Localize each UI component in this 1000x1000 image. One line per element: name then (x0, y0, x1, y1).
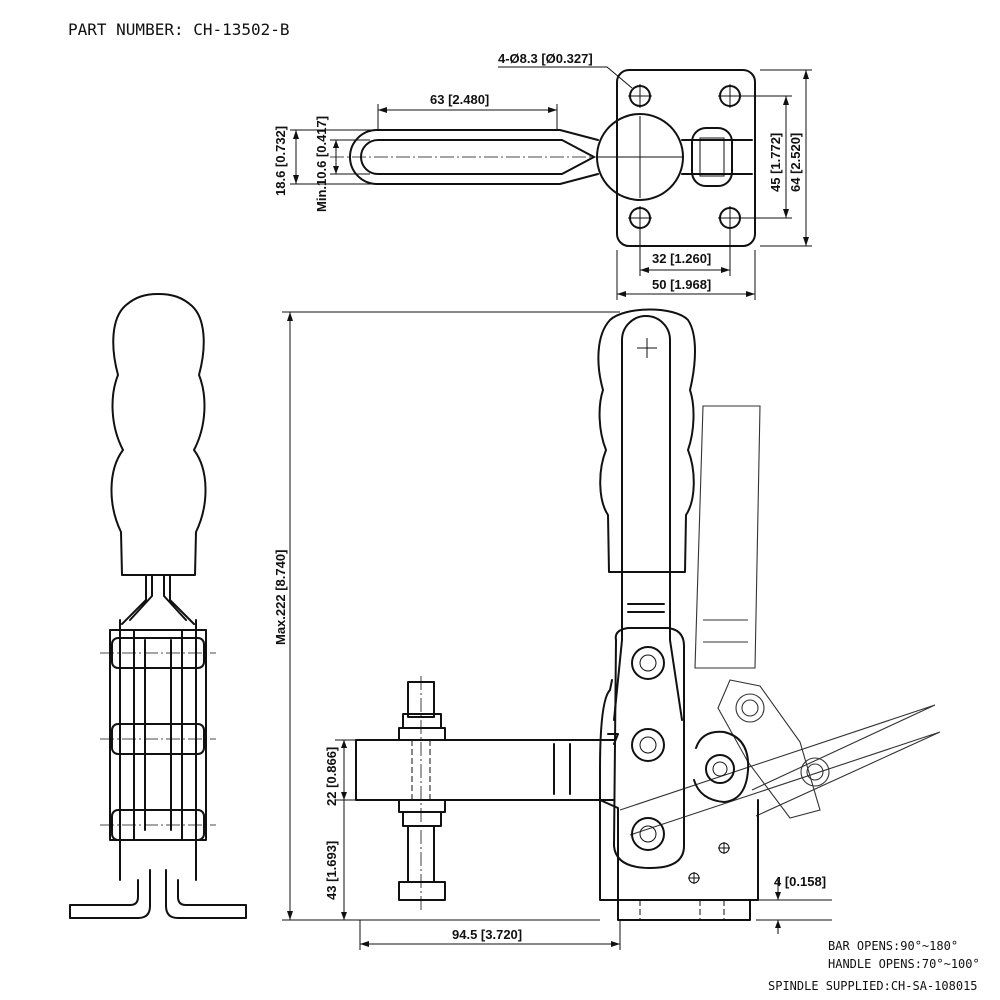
front-base-body (599, 679, 759, 921)
front-spindle (398, 676, 446, 910)
dim-hole-spacing-vertical: 45 [1.772] (768, 133, 783, 192)
dim-handle-width: 18.6 [0.732] (273, 126, 288, 196)
ghost-open-position (619, 405, 941, 836)
dim-hole-pattern: 4-Ø8.3 [Ø0.327] (498, 51, 593, 66)
mounting-holes (628, 84, 742, 230)
top-view (330, 69, 756, 247)
side-view (69, 293, 247, 919)
spec-notes: BAR OPENS:90°~180° HANDLE OPENS:70°~100°… (768, 939, 980, 993)
dim-handle-length: 63 [2.480] (430, 92, 489, 107)
top-view-dimensions: 4-Ø8.3 [Ø0.327] 63 [2.480] 18.6 [0.732] … (273, 51, 812, 300)
dim-reach: 94.5 [3.720] (452, 927, 522, 942)
note-bar-opens: BAR OPENS:90°~180° (828, 939, 958, 953)
front-handle-arm (613, 571, 683, 721)
dim-max-height: Max.222 [8.740] (273, 550, 288, 645)
dim-base-width: 50 [1.968] (652, 277, 711, 292)
front-linkage (613, 627, 685, 869)
side-view-base (69, 869, 247, 919)
side-view-body (109, 629, 207, 841)
front-view (355, 308, 941, 921)
dim-hole-spacing-horizontal: 32 [1.260] (652, 251, 711, 266)
front-clamp-bar (355, 733, 619, 801)
dim-bar-thickness: 22 [0.866] (324, 747, 339, 806)
front-handle-grip (597, 308, 696, 573)
note-handle-opens: HANDLE OPENS:70°~100° (828, 957, 980, 971)
base-plate-top (616, 69, 756, 247)
side-view-pivots (100, 637, 216, 841)
note-spindle: SPINDLE SUPPLIED:CH-SA-108015 (768, 979, 978, 993)
dim-base-height-top: 64 [2.520] (788, 133, 803, 192)
part-number-title: PART NUMBER: CH-13502-B (68, 20, 290, 39)
front-view-dimensions: Max.222 [8.740] 22 [0.866] 43 [1.693] 94… (273, 311, 832, 950)
dim-handle-slot: Min.10.6 [0.417] (314, 116, 329, 212)
handle-top-outline (349, 129, 599, 185)
dim-bar-height: 43 [1.693] (324, 841, 339, 900)
side-view-grip (110, 293, 207, 576)
dim-base-thickness: 4 [0.158] (774, 874, 826, 889)
